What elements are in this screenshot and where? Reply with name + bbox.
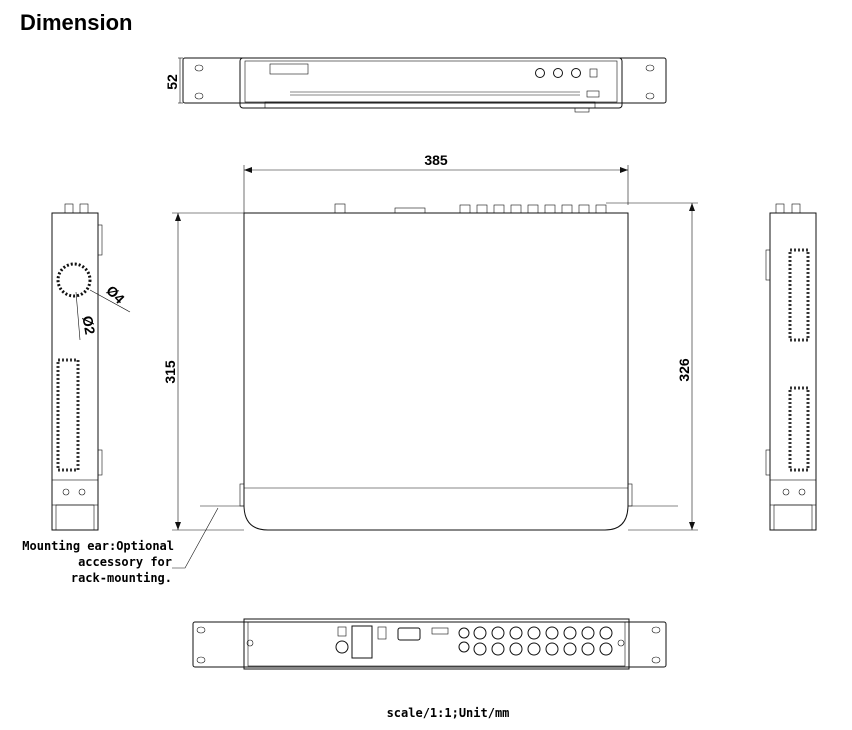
dimension-total-depth-label: 326	[676, 358, 692, 382]
bnc-connectors-rear	[473, 626, 613, 656]
dimension-depth-label: 315	[162, 360, 178, 384]
annotation-line-1: Mounting ear:Optional	[22, 539, 174, 553]
right-side-view	[765, 203, 817, 531]
rear-view	[192, 618, 667, 670]
front-view: 52	[164, 57, 667, 113]
diameter-large-label: Ø4	[103, 282, 128, 307]
annotation-line-2: accessory for	[78, 555, 172, 569]
left-side-view: Ø4 Ø2	[51, 203, 131, 531]
scale-note: scale/1:1;Unit/mm	[387, 706, 510, 720]
diameter-small-label: Ø2	[79, 315, 98, 336]
mounting-ear-annotation: Mounting ear:Optional accessory for rack…	[22, 507, 219, 585]
dimension-height-label: 52	[164, 74, 180, 90]
page-title: Dimension	[20, 10, 133, 35]
dimension-width-label: 385	[424, 152, 448, 168]
annotation-line-3: rack-mounting.	[71, 571, 172, 585]
bnc-connectors-top	[459, 204, 607, 214]
top-view: 385 315 326	[162, 152, 698, 531]
